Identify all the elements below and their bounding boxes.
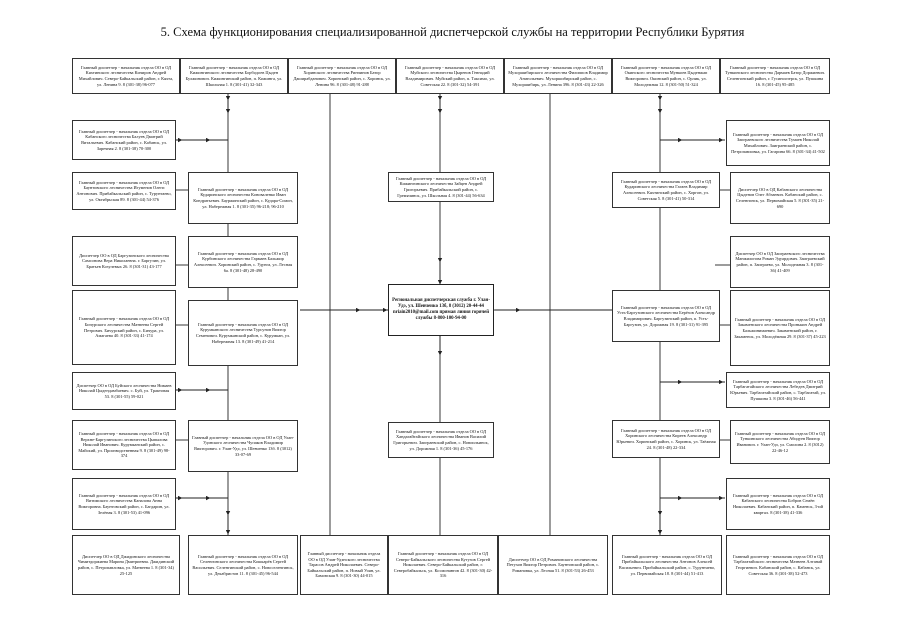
dispatcher-box-right-7: Главный диспетчер - начальник отдела ОО … [726, 478, 830, 530]
dispatcher-text: Главный диспетчер - начальник отдела ОО … [616, 427, 716, 450]
dispatcher-box-bottom-7: Главный диспетчер - начальник отдела ОО … [726, 535, 830, 595]
dispatcher-box-right-6: Главный диспетчер - начальник отдела ОО … [730, 420, 830, 464]
dispatcher-text: Диспетчер ОО в ОД Джидинского лесничеств… [77, 553, 175, 576]
dispatcher-box-inner-left-3: Главный диспетчер - начальник отдела ОО … [188, 300, 298, 366]
dispatcher-box-top-3: Главный диспетчер - начальник отдела ОО … [288, 58, 396, 94]
dispatcher-text: Главный диспетчер - начальник отдела ОО … [193, 250, 293, 273]
dispatcher-box-top-4: Главный диспетчер - начальник отдела ОО … [396, 58, 504, 94]
dispatcher-text: Главный диспетчер - начальник отдела ОО … [734, 430, 826, 453]
dispatcher-box-bottom-3: Главный диспетчер - начальник отдела ОО … [300, 535, 388, 595]
dispatcher-text: Главный диспетчер - начальник отдела ОО … [78, 492, 170, 515]
dispatcher-box-inner-right-3: Главный диспетчер - начальник отдела ОО … [612, 420, 720, 458]
dispatcher-box-bottom-5: Диспетчер ОО в ОД Романовского лесничест… [498, 535, 608, 595]
dispatcher-box-top-6: Главный диспетчер - начальник отдела ОО … [612, 58, 720, 94]
dispatcher-text: Главный диспетчер - начальник отдела ОО … [185, 64, 283, 87]
regional-dispatch-center: Региональная диспетчерская служба г. Ула… [388, 284, 494, 336]
dispatcher-text: Главный диспетчер - начальник отдела ОО … [192, 553, 294, 576]
dispatcher-text: Диспетчер ОО в ОД Баргузинского лесничес… [79, 252, 169, 269]
dispatcher-text: Главный диспетчер - начальник отдела ОО … [393, 551, 493, 579]
dispatcher-text: Главный диспетчер - начальник отдела ОО … [731, 131, 825, 154]
dispatcher-text: Главный диспетчер - начальник отдела ОО … [195, 321, 291, 344]
dispatcher-box-center-2: Главный диспетчер - начальник отдела ОО … [388, 422, 494, 458]
regional-dispatch-text: Региональная диспетчерская служба г. Ула… [392, 298, 490, 321]
dispatcher-box-inner-right-2: Главный диспетчер - начальник отдела ОО … [612, 290, 720, 342]
dispatcher-box-right-1: Главный диспетчер - начальник отдела ОО … [726, 120, 830, 166]
dispatcher-box-inner-left-2: Главный диспетчер - начальник отдела ОО … [188, 236, 298, 288]
dispatcher-box-inner-left-1: Главный диспетчер - начальник отдела ОО … [188, 172, 298, 224]
dispatcher-box-left-2: Главный диспетчер - начальник отдела ОО … [72, 172, 176, 210]
dispatcher-text: Диспетчер ОО в ОД Буйского лесничества Н… [76, 382, 172, 399]
page-title: 5. Схема функционирования специализирова… [160, 25, 745, 39]
dispatcher-text: Главный диспетчер - начальник отдела ОО … [393, 428, 489, 451]
dispatcher-box-right-5: Главный диспетчер - начальник отдела ОО … [726, 372, 830, 408]
dispatcher-box-bottom-6: Главный диспетчер - начальник отдела ОО … [612, 535, 722, 595]
dispatcher-text: Главный диспетчер - начальник отдела ОО … [620, 178, 712, 201]
dispatcher-text: Главный диспетчер - начальник отдела ОО … [307, 551, 381, 579]
dispatcher-box-center-1: Главный диспетчер - начальник отдела ОО … [388, 172, 494, 202]
dispatcher-text: Главный диспетчер - начальник отдела ОО … [404, 64, 496, 87]
dispatcher-text: Главный диспетчер - начальник отдела ОО … [732, 553, 824, 576]
dispatcher-text: Главный диспетчер - начальник отдела ОО … [730, 378, 826, 401]
dispatcher-text: Главный диспетчер - начальник отдела ОО … [732, 492, 824, 515]
dispatcher-box-left-4: Главный диспетчер - начальник отдела ОО … [72, 290, 176, 365]
dispatcher-text: Главный диспетчер - начальник отдела ОО … [620, 64, 712, 87]
dispatcher-box-left-1: Главный диспетчер - начальник отдела ОО … [72, 120, 176, 160]
dispatcher-text: Главный диспетчер - начальник отдела ОО … [78, 64, 174, 87]
dispatcher-text: Главный диспетчер - начальник отдела ОО … [617, 304, 715, 327]
dispatcher-box-right-2: Диспетчер ОО в ОД Кабанского лесничества… [730, 172, 830, 224]
dispatcher-text: Главный диспетчер - начальник отдела ОО … [724, 64, 825, 87]
dispatcher-text: Главный диспетчер - начальник отдела ОО … [618, 553, 716, 576]
dispatcher-box-inner-left-4: Главный диспетчер - начальник отдела ОО … [188, 420, 298, 472]
dispatcher-box-top-1: Главный диспетчер - начальник отдела ОО … [72, 58, 180, 94]
dispatcher-text: Главный диспетчер - начальник отдела ОО … [734, 316, 826, 339]
dispatcher-text: Главный диспетчер - начальник отдела ОО … [193, 186, 293, 209]
dispatcher-box-left-3: Диспетчер ОО в ОД Баргузинского лесничес… [72, 236, 176, 286]
dispatcher-box-inner-right-1: Главный диспетчер - начальник отдела ОО … [612, 172, 720, 208]
dispatcher-box-top-5: Главный диспетчер - начальник отдела ОО … [504, 58, 612, 94]
dispatcher-text: Главный диспетчер - начальник отдела ОО … [192, 434, 295, 457]
dispatcher-text: Главный диспетчер - начальник отдела ОО … [78, 316, 170, 339]
dispatcher-box-left-6: Главный диспетчер - начальник отдела ОО … [72, 420, 176, 470]
dispatcher-box-top-7: Главный диспетчер - начальник отдела ОО … [720, 58, 830, 94]
dispatcher-box-bottom-4: Главный диспетчер - начальник отдела ОО … [388, 535, 498, 595]
dispatcher-text: Главный диспетчер - начальник отдела ОО … [395, 175, 487, 198]
dispatcher-box-left-7: Главный диспетчер - начальник отдела ОО … [72, 478, 176, 530]
dispatcher-text: Диспетчер ОО в ОД Заиграевского лесничес… [735, 250, 825, 273]
dispatcher-text: Главный диспетчер - начальник отдела ОО … [76, 179, 172, 202]
dispatcher-box-right-4: Главный диспетчер - начальник отдела ОО … [730, 290, 830, 366]
dispatcher-text: Главный диспетчер - начальник отдела ОО … [78, 128, 170, 151]
dispatcher-text: Главный диспетчер - начальник отдела ОО … [78, 431, 170, 459]
dispatcher-text: Главный диспетчер - начальник отдела ОО … [508, 64, 608, 87]
dispatcher-box-bottom-1: Диспетчер ОО в ОД Джидинского лесничеств… [72, 535, 180, 595]
dispatcher-text: Диспетчер ОО в ОД Романовского лесничест… [506, 556, 600, 573]
dispatcher-box-top-2: Главный диспетчер - начальник отдела ОО … [180, 58, 288, 94]
dispatcher-text: Главный диспетчер - начальник отдела ОО … [293, 64, 391, 87]
dispatcher-box-right-3: Диспетчер ОО в ОД Заиграевского лесничес… [730, 236, 830, 288]
dispatcher-box-left-5: Диспетчер ОО в ОД Буйского лесничества Н… [72, 372, 176, 410]
dispatcher-text: Диспетчер ОО в ОД Кабанского лесничества… [735, 186, 825, 209]
dispatcher-box-bottom-2: Главный диспетчер - начальник отдела ОО … [188, 535, 298, 595]
